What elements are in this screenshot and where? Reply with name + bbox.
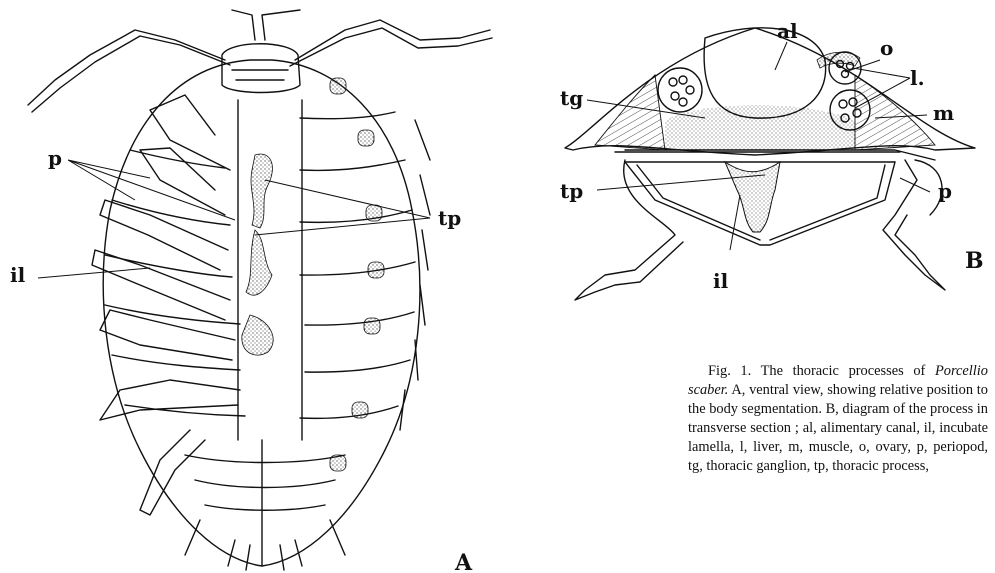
section-outline bbox=[565, 28, 975, 245]
figure-caption: Fig. 1. The thoracic processes of Porcel… bbox=[688, 362, 988, 476]
body-outline bbox=[103, 44, 420, 570]
label-tp-a: tp bbox=[438, 206, 461, 230]
label-o: o bbox=[880, 36, 893, 60]
label-p-b: p bbox=[938, 179, 952, 203]
periopods-right bbox=[400, 120, 430, 430]
label-tg: tg bbox=[560, 86, 583, 110]
figure-a-ventral-view: p tp il A bbox=[0, 0, 520, 573]
panel-label-b: B bbox=[965, 248, 984, 274]
thoracic-processes-a bbox=[242, 154, 273, 355]
figure-b-transverse-section: al o l. m tg tp p il B bbox=[555, 0, 995, 360]
antennae bbox=[28, 10, 492, 112]
caption-body: A, ventral view, showing relative positi… bbox=[688, 382, 988, 474]
caption-intro: The thoracic processes of bbox=[761, 363, 926, 379]
caption-fig-number: Fig. 1. bbox=[708, 363, 751, 379]
label-il-b: il bbox=[713, 269, 729, 293]
label-tp-b: tp bbox=[560, 179, 583, 203]
label-l: l. bbox=[910, 66, 925, 90]
label-m: m bbox=[933, 101, 954, 125]
panel-label-a: A bbox=[454, 550, 473, 573]
label-p-a: p bbox=[48, 146, 62, 170]
label-il-a: il bbox=[10, 263, 26, 287]
label-al: al bbox=[777, 19, 798, 43]
